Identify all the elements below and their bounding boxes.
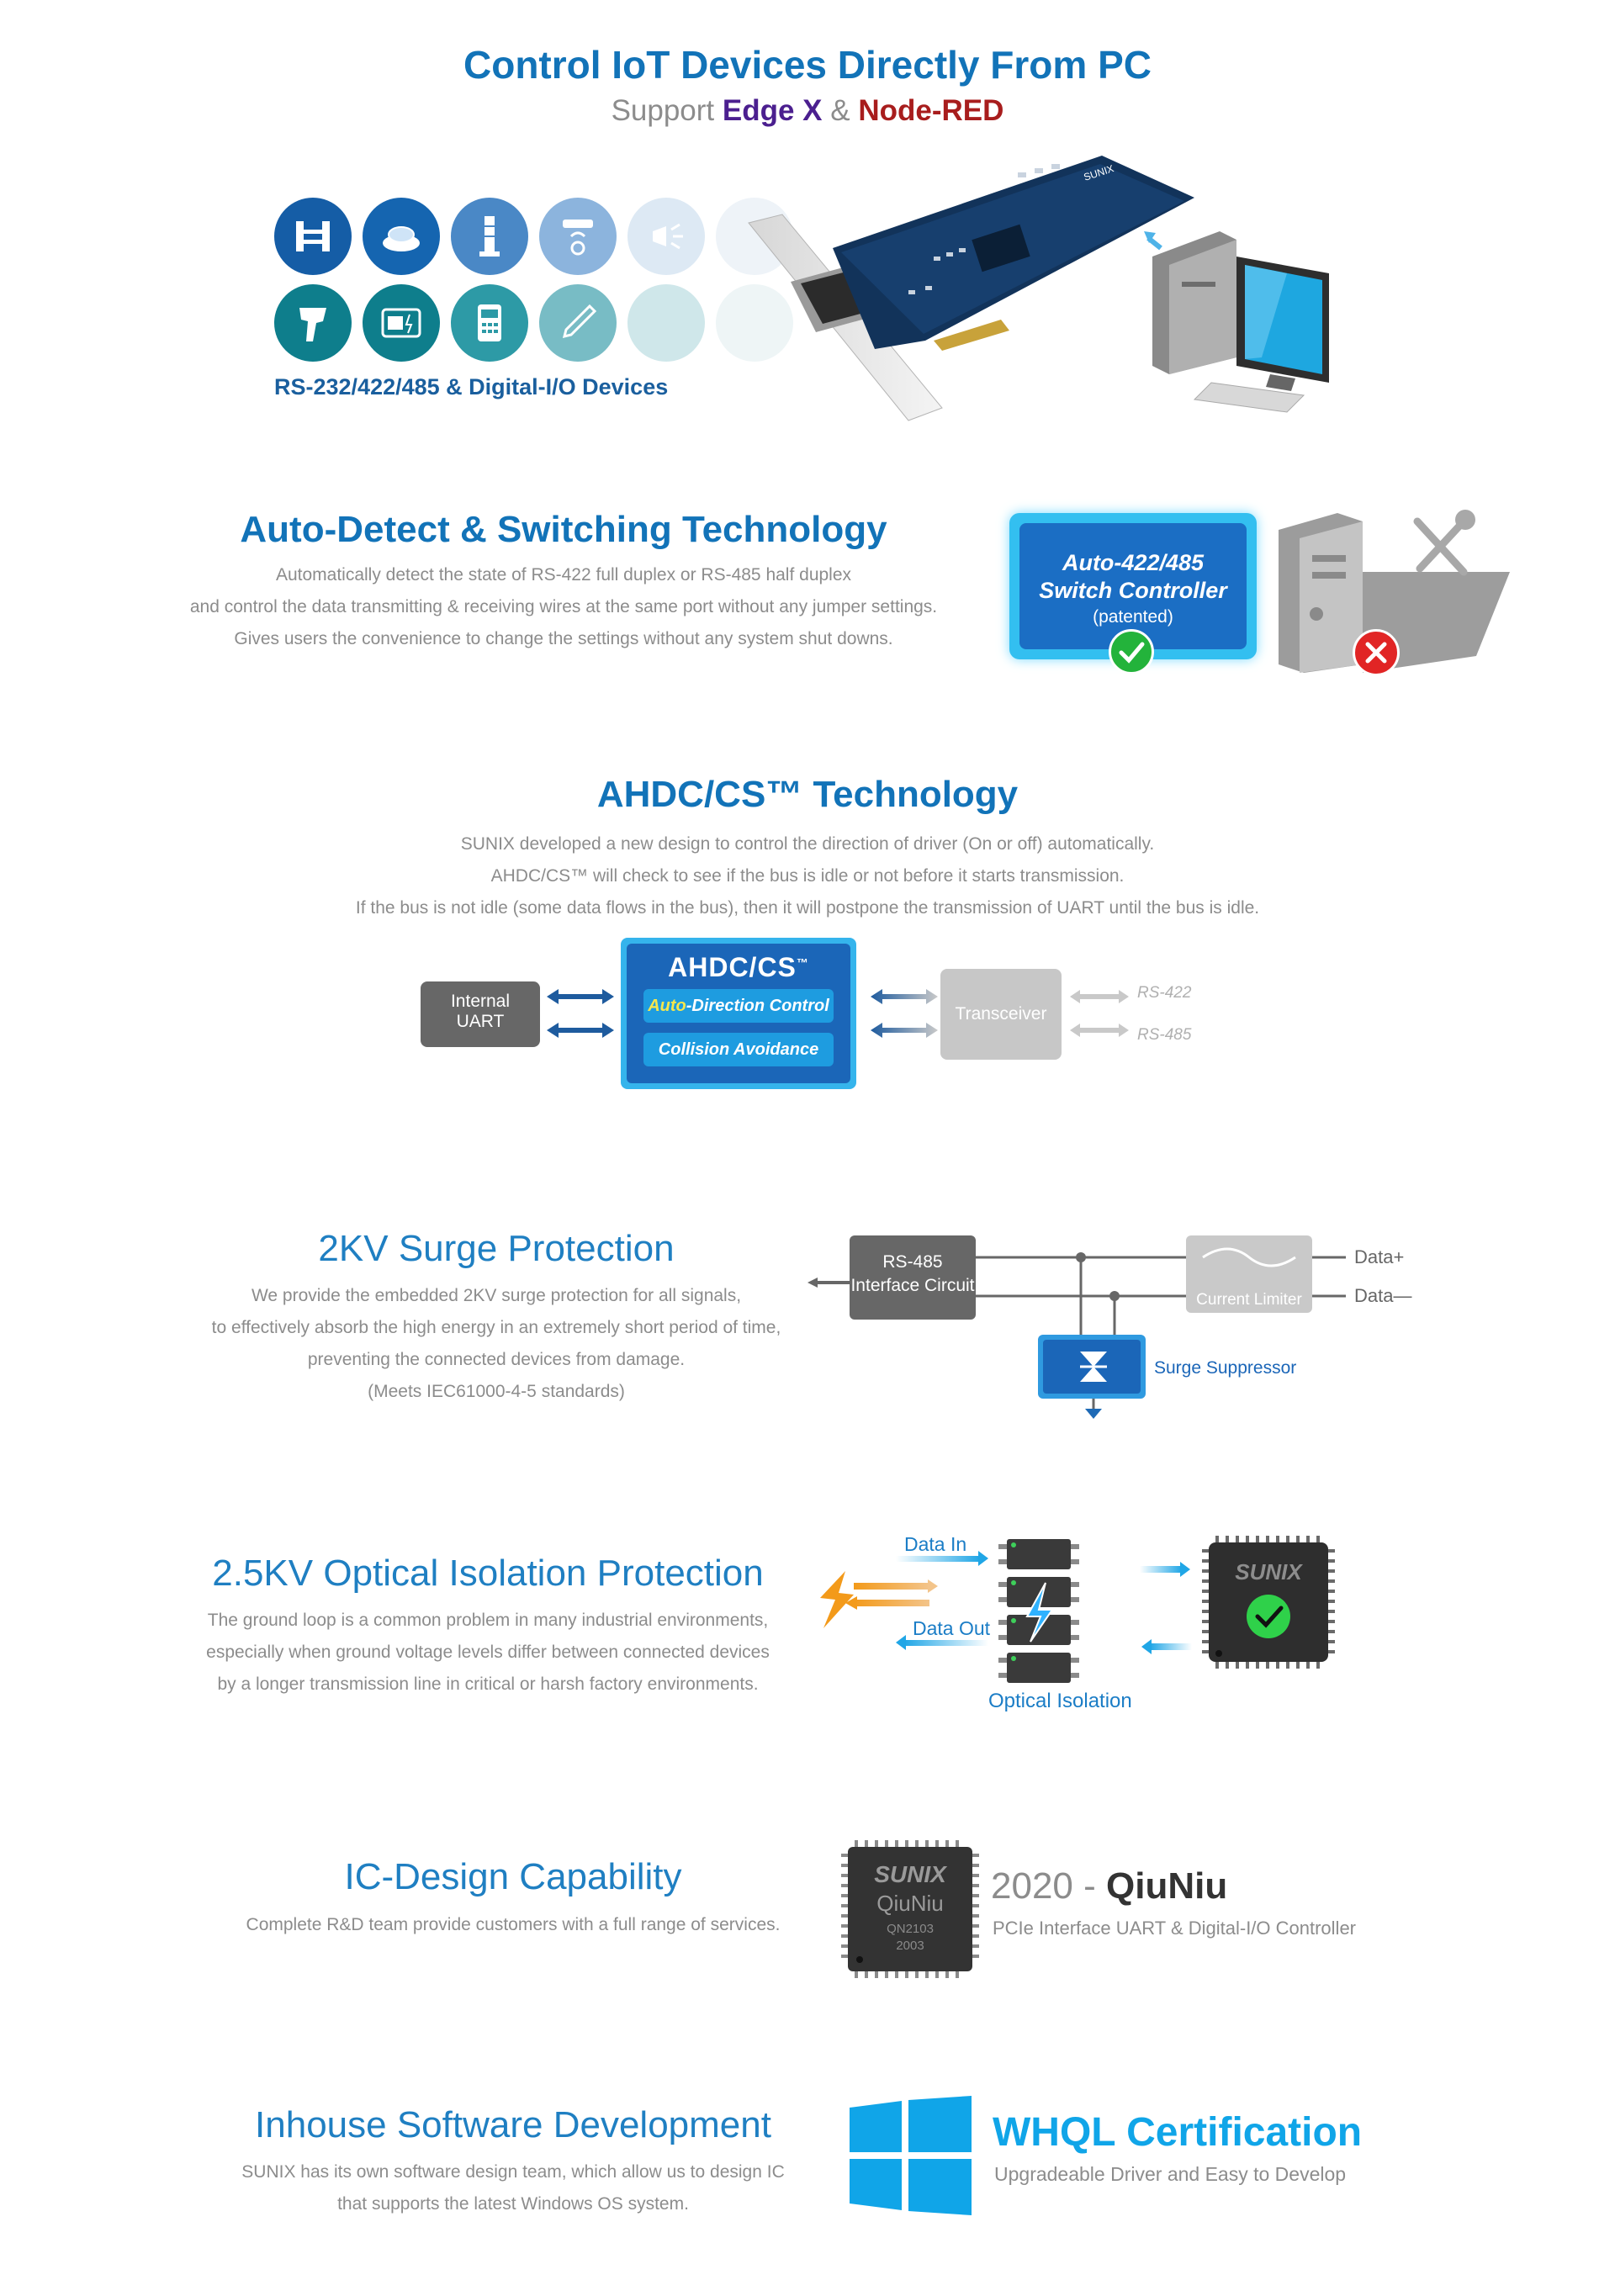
edgex-label: Edge X bbox=[722, 94, 823, 127]
qiuniu-product: QiuNiu bbox=[1106, 1865, 1228, 1907]
qiuniu-chip-name: QiuNiu bbox=[876, 1891, 943, 1916]
barcode-scanner-icon bbox=[274, 284, 352, 362]
windows-logo-icon bbox=[850, 2096, 972, 2215]
ahdc-arrows bbox=[871, 989, 938, 1038]
uart-line1: Internal bbox=[450, 992, 511, 1011]
circuit-label-1: RS-485 bbox=[882, 1252, 942, 1272]
stylus-icon bbox=[539, 284, 617, 362]
transceiver-box: Transceiver bbox=[940, 969, 1062, 1060]
jumper-pc-icon bbox=[1279, 510, 1510, 673]
section2-desc-line: and control the data transmitting & rece… bbox=[189, 597, 938, 616]
section2-desc-line: Automatically detect the state of RS-422… bbox=[275, 565, 852, 585]
amp-symbol: & bbox=[830, 94, 850, 127]
section5-title: 2.5KV Optical Isolation Protection bbox=[212, 1553, 764, 1594]
section4-title: 2KV Surge Protection bbox=[318, 1228, 675, 1269]
alarm-horn-icon bbox=[627, 198, 705, 275]
bus-arrows bbox=[1070, 990, 1129, 1037]
pos-terminal-icon bbox=[451, 284, 528, 362]
barrier-gate-icon bbox=[274, 198, 352, 275]
switch-controller-line3: (patented) bbox=[1093, 607, 1173, 627]
switch-controller-box: Auto-422/485 Switch Controller (patented… bbox=[1009, 513, 1257, 659]
qiuniu-chip-code2: 2003 bbox=[896, 1939, 924, 1953]
qiuniu-chip-brand: SUNIX bbox=[874, 1861, 948, 1887]
support-line: Support Edge X & Node-RED bbox=[0, 94, 1615, 128]
chip-brand-label: SUNIX bbox=[1235, 1559, 1303, 1584]
section6-title: IC-Design Capability bbox=[344, 1856, 682, 1897]
circuit-label-2: Interface Circuit bbox=[850, 1276, 974, 1295]
data-in-label: Data In bbox=[904, 1533, 966, 1555]
data-minus-label: Data— bbox=[1354, 1285, 1411, 1306]
switch-controller-line2: Switch Controller bbox=[1039, 578, 1227, 603]
nodered-label: Node-RED bbox=[858, 94, 1004, 127]
optical-isolation-diagram: SUNIX Data In Data Out Optical Isolation bbox=[820, 1533, 1335, 1712]
data-plus-label: Data+ bbox=[1354, 1246, 1404, 1267]
current-limiter-label: Current Limiter bbox=[1196, 1291, 1302, 1309]
section4-desc-line: We provide the embedded 2KV surge protec… bbox=[251, 1286, 742, 1305]
signal-tower-icon bbox=[451, 198, 528, 275]
section3-title: AHDC/CS™ Technology bbox=[596, 774, 1019, 815]
ahdc-box: AHDC/CS™ Auto-Direction Control Collisio… bbox=[621, 938, 856, 1089]
section4-desc: We provide the embedded 2KV surge protec… bbox=[168, 1280, 824, 1408]
qiuniu-year: 2020 - bbox=[991, 1865, 1096, 1907]
internal-uart-box: Internal UART bbox=[421, 981, 540, 1047]
rs422-label: RS-422 bbox=[1137, 984, 1192, 1002]
qiuniu-headline: 2020 - QiuNiu bbox=[991, 1865, 1227, 1907]
section5-desc: The ground loop is a common problem in m… bbox=[118, 1605, 858, 1701]
section2-desc: Automatically detect the state of RS-422… bbox=[151, 559, 976, 655]
section6-desc: Complete R&D team provide customers with… bbox=[168, 1909, 858, 1941]
auto-direction-control: Auto-Direction Control bbox=[643, 989, 834, 1023]
section5-desc-line: The ground loop is a common problem in m… bbox=[207, 1611, 769, 1630]
section3-desc-line: SUNIX developed a new design to control … bbox=[460, 834, 1155, 854]
optical-isolation-label: Optical Isolation bbox=[988, 1690, 1132, 1712]
section4-desc-line: (Meets IEC61000-4-5 standards) bbox=[368, 1382, 625, 1401]
cross-icon bbox=[1353, 629, 1400, 676]
surge-suppressor-label: Surge Suppressor bbox=[1154, 1358, 1296, 1378]
section5-desc-line: by a longer transmission line in critica… bbox=[217, 1674, 759, 1694]
button-icon bbox=[363, 198, 440, 275]
whql-title: WHQL Certification bbox=[993, 2110, 1363, 2155]
section5-desc-line: especially when ground voltage levels di… bbox=[206, 1643, 770, 1662]
rs485-label: RS-485 bbox=[1137, 1026, 1192, 1044]
qiuniu-chip-code1: QN2103 bbox=[887, 1922, 934, 1936]
uart-arrows bbox=[547, 989, 614, 1038]
smoke-detector-icon bbox=[539, 198, 617, 275]
surge-diagram: RS-485 Interface Circuit Current Limiter… bbox=[808, 1235, 1411, 1419]
qiuniu-desc: PCIe Interface UART & Digital-I/O Contro… bbox=[993, 1918, 1357, 1939]
pcie-card-image: SUNIX bbox=[748, 156, 1194, 421]
section7-desc: SUNIX has its own software design team, … bbox=[168, 2156, 858, 2220]
switch-controller-line1: Auto-422/485 bbox=[1062, 550, 1205, 575]
section7-desc-line: SUNIX has its own software design team, … bbox=[241, 2162, 785, 2182]
section3-desc-line: AHDC/CS™ will check to see if the bus is… bbox=[490, 866, 1125, 886]
check-icon bbox=[1109, 629, 1154, 675]
uart-line2: UART bbox=[456, 1012, 505, 1031]
blank-icon bbox=[627, 284, 705, 362]
whql-subtitle: Upgradeable Driver and Easy to Develop bbox=[994, 2163, 1347, 2185]
desktop-pc-icon bbox=[1144, 231, 1329, 413]
section2-title: Auto-Detect & Switching Technology bbox=[240, 509, 887, 550]
section7-desc-line: that supports the latest Windows OS syst… bbox=[337, 2194, 689, 2214]
ahdc-title: AHDC/CS™ bbox=[668, 952, 809, 982]
gauge-display-icon bbox=[363, 284, 440, 362]
support-prefix: Support bbox=[611, 94, 715, 127]
blank-icon bbox=[716, 284, 793, 362]
section6-desc-line: Complete R&D team provide customers with… bbox=[246, 1915, 781, 1934]
section7-title: Inhouse Software Development bbox=[255, 2104, 771, 2145]
data-out-label: Data Out bbox=[913, 1617, 991, 1639]
devices-label: RS-232/422/485 & Digital-I/O Devices bbox=[274, 374, 669, 399]
section4-desc-line: to effectively absorb the high energy in… bbox=[211, 1318, 781, 1337]
section3-desc: SUNIX developed a new design to control … bbox=[168, 828, 1447, 924]
section4-desc-line: preventing the connected devices from da… bbox=[307, 1350, 686, 1369]
section3-desc-line: If the bus is not idle (some data flows … bbox=[355, 898, 1260, 918]
section2-desc-line: Gives users the convenience to change th… bbox=[234, 629, 893, 648]
qiuniu-chip-image: SUNIX QiuNiu QN2103 2003 bbox=[841, 1840, 979, 1978]
section1-title: Control IoT Devices Directly From PC bbox=[463, 43, 1152, 87]
collision-avoidance: Collision Avoidance bbox=[643, 1033, 834, 1066]
